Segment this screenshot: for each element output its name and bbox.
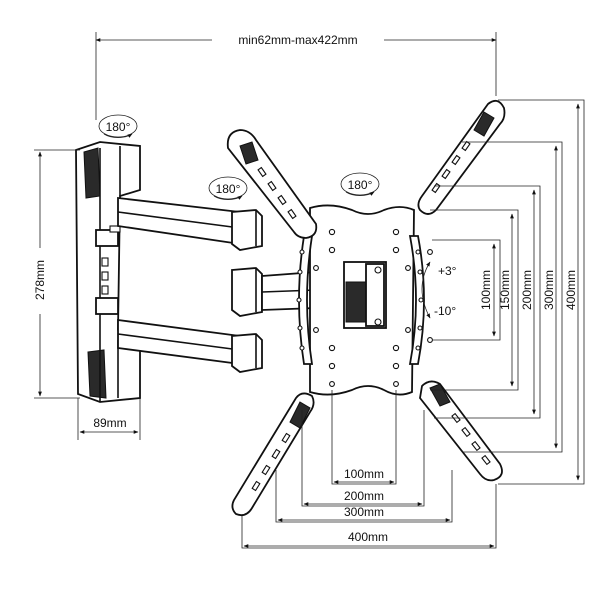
rotation-label-wall: 180° — [106, 120, 131, 134]
tilt-indicator: +3° -10° — [421, 261, 457, 319]
h-dim-400: 400mm — [348, 530, 388, 544]
wall-width-dimension: 89mm — [77, 398, 141, 440]
side-rails — [296, 235, 425, 365]
rotation-label-plate: 180° — [348, 178, 373, 192]
wall-width-label: 89mm — [93, 416, 126, 430]
tilt-up-label: +3° — [438, 264, 457, 278]
reach-dimension: min62mm-max422mm — [95, 31, 497, 120]
rotation-plate-pivot: 180° — [340, 172, 380, 196]
reach-label: min62mm-max422mm — [238, 33, 357, 47]
rotation-label-arm: 180° — [216, 182, 241, 196]
h-dim-100: 100mm — [344, 467, 384, 481]
tilt-down-label: -10° — [434, 304, 456, 318]
tv-plate — [309, 204, 433, 396]
articulating-arms — [117, 196, 317, 373]
rotation-arm-pivot: 180° — [208, 176, 248, 200]
wall-plate — [75, 141, 141, 403]
h-dim-200: 200mm — [344, 489, 384, 503]
v-dim-150: 150mm — [498, 270, 512, 310]
v-dim-100: 100mm — [479, 270, 493, 310]
h-dim-300: 300mm — [344, 505, 384, 519]
v-dim-400: 400mm — [564, 270, 578, 310]
v-dim-200: 200mm — [520, 270, 534, 310]
horizontal-dimensions: 100mm 200mm 300mm 400mm — [241, 390, 497, 549]
v-dim-300: 300mm — [542, 270, 556, 310]
vertical-dimensions: 100mm 150mm 200mm 300mm 400mm — [430, 99, 585, 485]
wall-height-dimension: 278mm — [26, 149, 80, 399]
rotation-wall-pivot: 180° — [98, 114, 138, 138]
wall-height-label: 278mm — [33, 260, 47, 300]
